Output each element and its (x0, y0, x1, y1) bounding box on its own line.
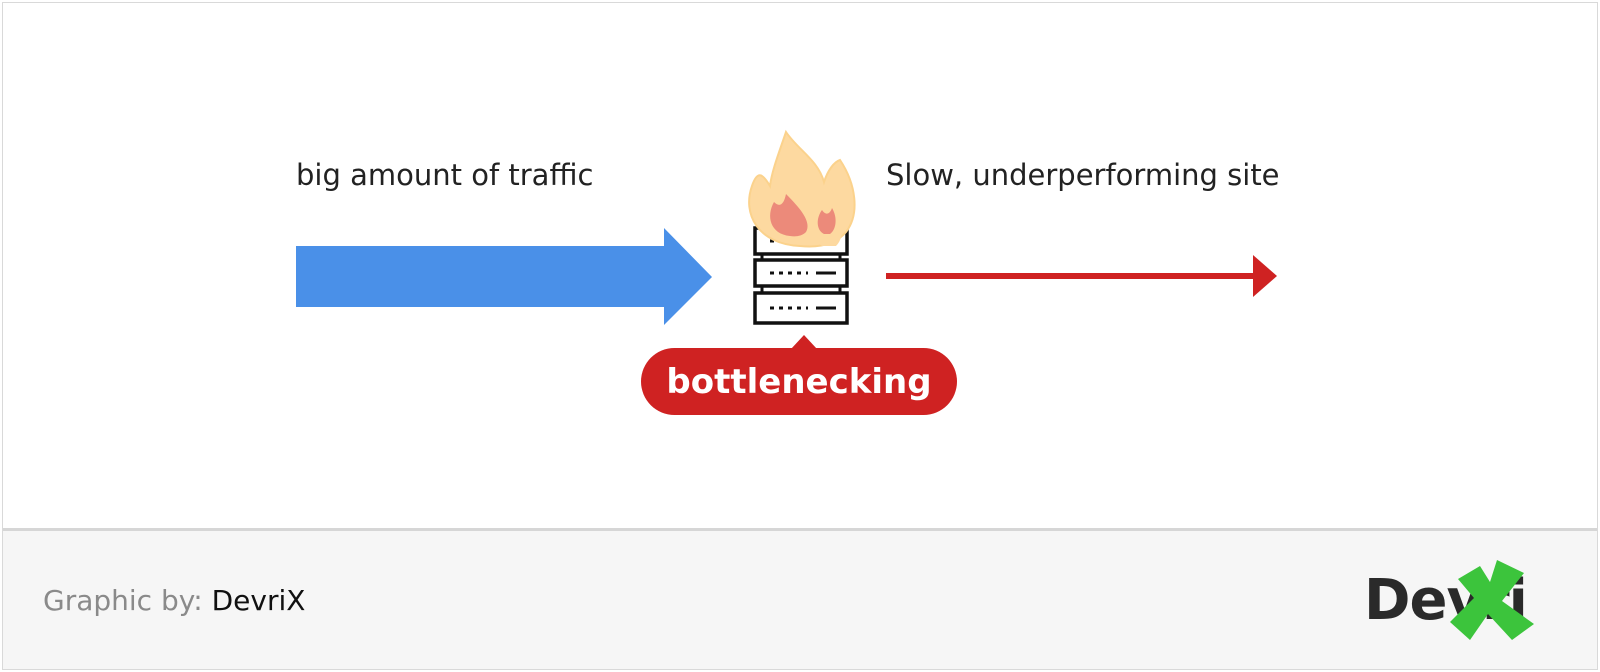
bottleneck-badge: bottlenecking (641, 335, 957, 415)
credit-name: DevriX (211, 584, 306, 617)
footer-bar (3, 528, 1597, 669)
output-arrow-head (1253, 255, 1277, 297)
graphic-credit: Graphic by: DevriX (43, 584, 305, 617)
bottleneck-badge-label: bottlenecking (666, 361, 932, 402)
traffic-arrow-shape (296, 228, 712, 325)
input-label: big amount of traffic (296, 158, 594, 192)
output-label: Slow, underperforming site (886, 158, 1280, 192)
credit-prefix: Graphic by: (43, 584, 203, 617)
